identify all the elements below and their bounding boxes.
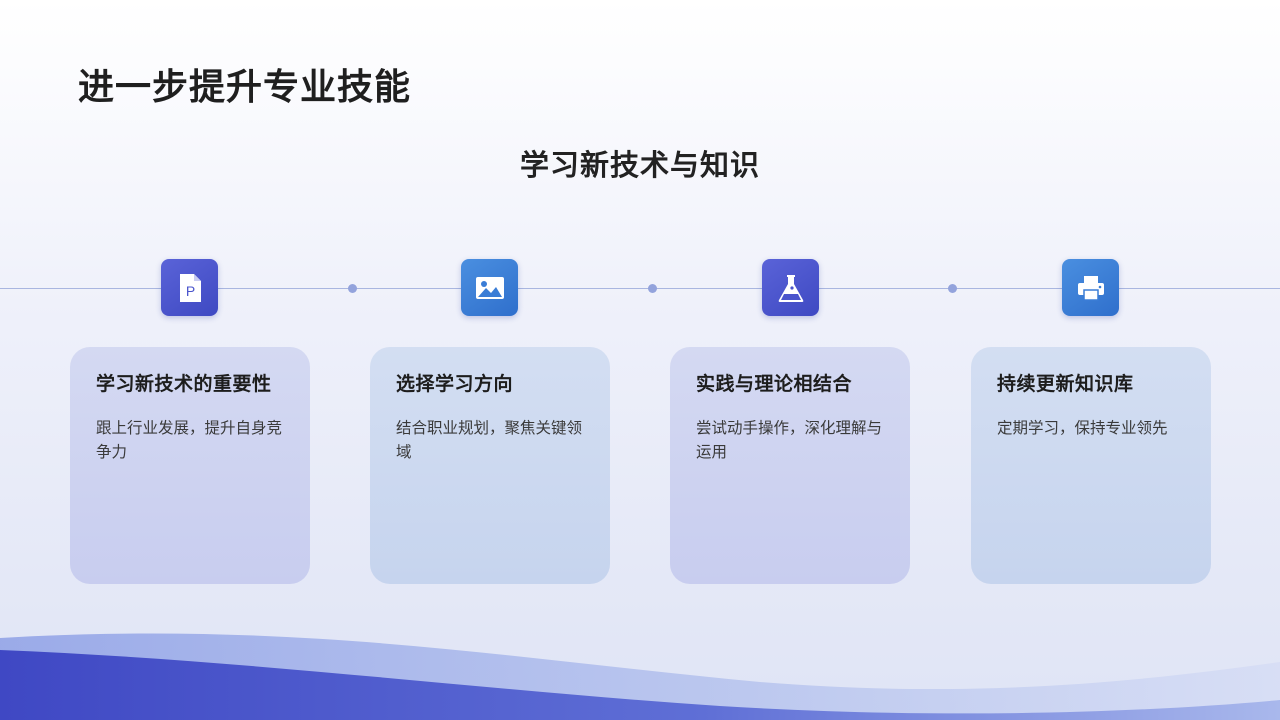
step-description: 结合职业规划，聚焦关键领域 bbox=[396, 419, 583, 461]
timeline-dot bbox=[348, 284, 357, 293]
image-icon bbox=[461, 259, 518, 316]
page-title: 进一步提升专业技能 bbox=[78, 67, 412, 108]
step-card: 实践与理论相结合 尝试动手操作，深化理解与运用 bbox=[670, 347, 910, 584]
printer-icon bbox=[1062, 259, 1119, 316]
step-card: 持续更新知识库 定期学习，保持专业领先 bbox=[971, 347, 1211, 584]
step-card: 选择学习方向 结合职业规划，聚焦关键领域 bbox=[370, 347, 610, 584]
step-title: 持续更新知识库 bbox=[997, 373, 1134, 395]
step-title: 学习新技术的重要性 bbox=[96, 373, 272, 395]
step-description: 定期学习，保持专业领先 bbox=[997, 419, 1168, 437]
step-title: 实践与理论相结合 bbox=[696, 373, 853, 395]
timeline-dot bbox=[948, 284, 957, 293]
step-title: 选择学习方向 bbox=[396, 373, 514, 395]
powerpoint-file-icon: P bbox=[161, 259, 218, 316]
section-subtitle: 学习新技术与知识 bbox=[519, 148, 760, 182]
svg-text:P: P bbox=[185, 283, 194, 299]
timeline-dot bbox=[648, 284, 657, 293]
step-description: 尝试动手操作，深化理解与运用 bbox=[696, 419, 883, 461]
flask-icon bbox=[762, 259, 819, 316]
timeline-line bbox=[0, 288, 1280, 289]
step-description: 跟上行业发展，提升自身竞争力 bbox=[96, 419, 283, 461]
decorative-wave bbox=[0, 633, 1280, 720]
step-card: 学习新技术的重要性 跟上行业发展，提升自身竞争力 bbox=[70, 347, 310, 584]
